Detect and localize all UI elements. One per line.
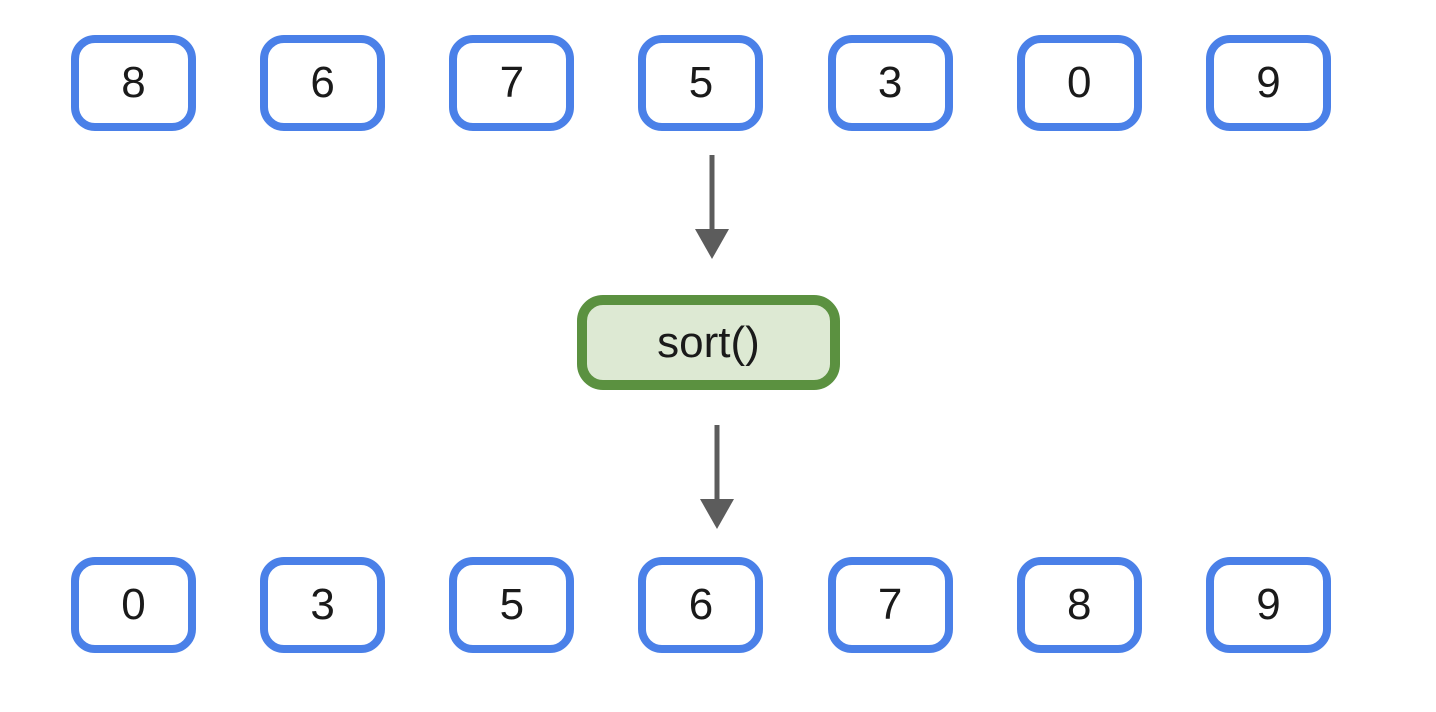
sorted-array-cell: 8 [1016,557,1142,653]
sorted-array-cell: 6 [638,557,764,653]
unsorted-array-row: 8 6 7 5 3 0 9 [71,35,1331,131]
arrow-down-icon [695,155,729,259]
cell-value: 9 [1256,580,1281,629]
sorted-array-row: 0 3 5 6 7 8 9 [71,557,1331,653]
sorted-array-cell: 7 [827,557,953,653]
arrow-down-icon [700,425,734,529]
sorted-array-cell: 9 [1205,557,1331,653]
unsorted-array-cell: 7 [449,35,575,131]
cell-value: 0 [121,580,146,629]
sorted-array-cell: 3 [260,557,386,653]
unsorted-array-cell: 9 [1205,35,1331,131]
cell-value: 5 [688,58,714,107]
cell-value: 9 [1256,58,1281,107]
sort-operation-box: sort() [577,295,840,390]
cell-value: 6 [688,580,714,629]
unsorted-array-cell: 8 [71,35,196,131]
cell-value: 8 [1067,580,1092,629]
cell-value: 0 [1067,58,1092,107]
cell-value: 6 [310,58,335,107]
cell-value: 7 [499,58,525,107]
cell-value: 8 [121,58,146,107]
unsorted-array-cell: 0 [1016,35,1142,131]
sorted-array-cell: 0 [71,557,196,653]
unsorted-array-cell: 5 [638,35,764,131]
sort-operation-label: sort() [657,317,760,367]
unsorted-array-cell: 6 [260,35,386,131]
cell-value: 3 [310,580,335,629]
cell-value: 3 [877,58,903,107]
sorted-array-cell: 5 [449,557,575,653]
unsorted-array-cell: 3 [827,35,953,131]
cell-value: 5 [499,580,525,629]
cell-value: 7 [877,580,903,629]
